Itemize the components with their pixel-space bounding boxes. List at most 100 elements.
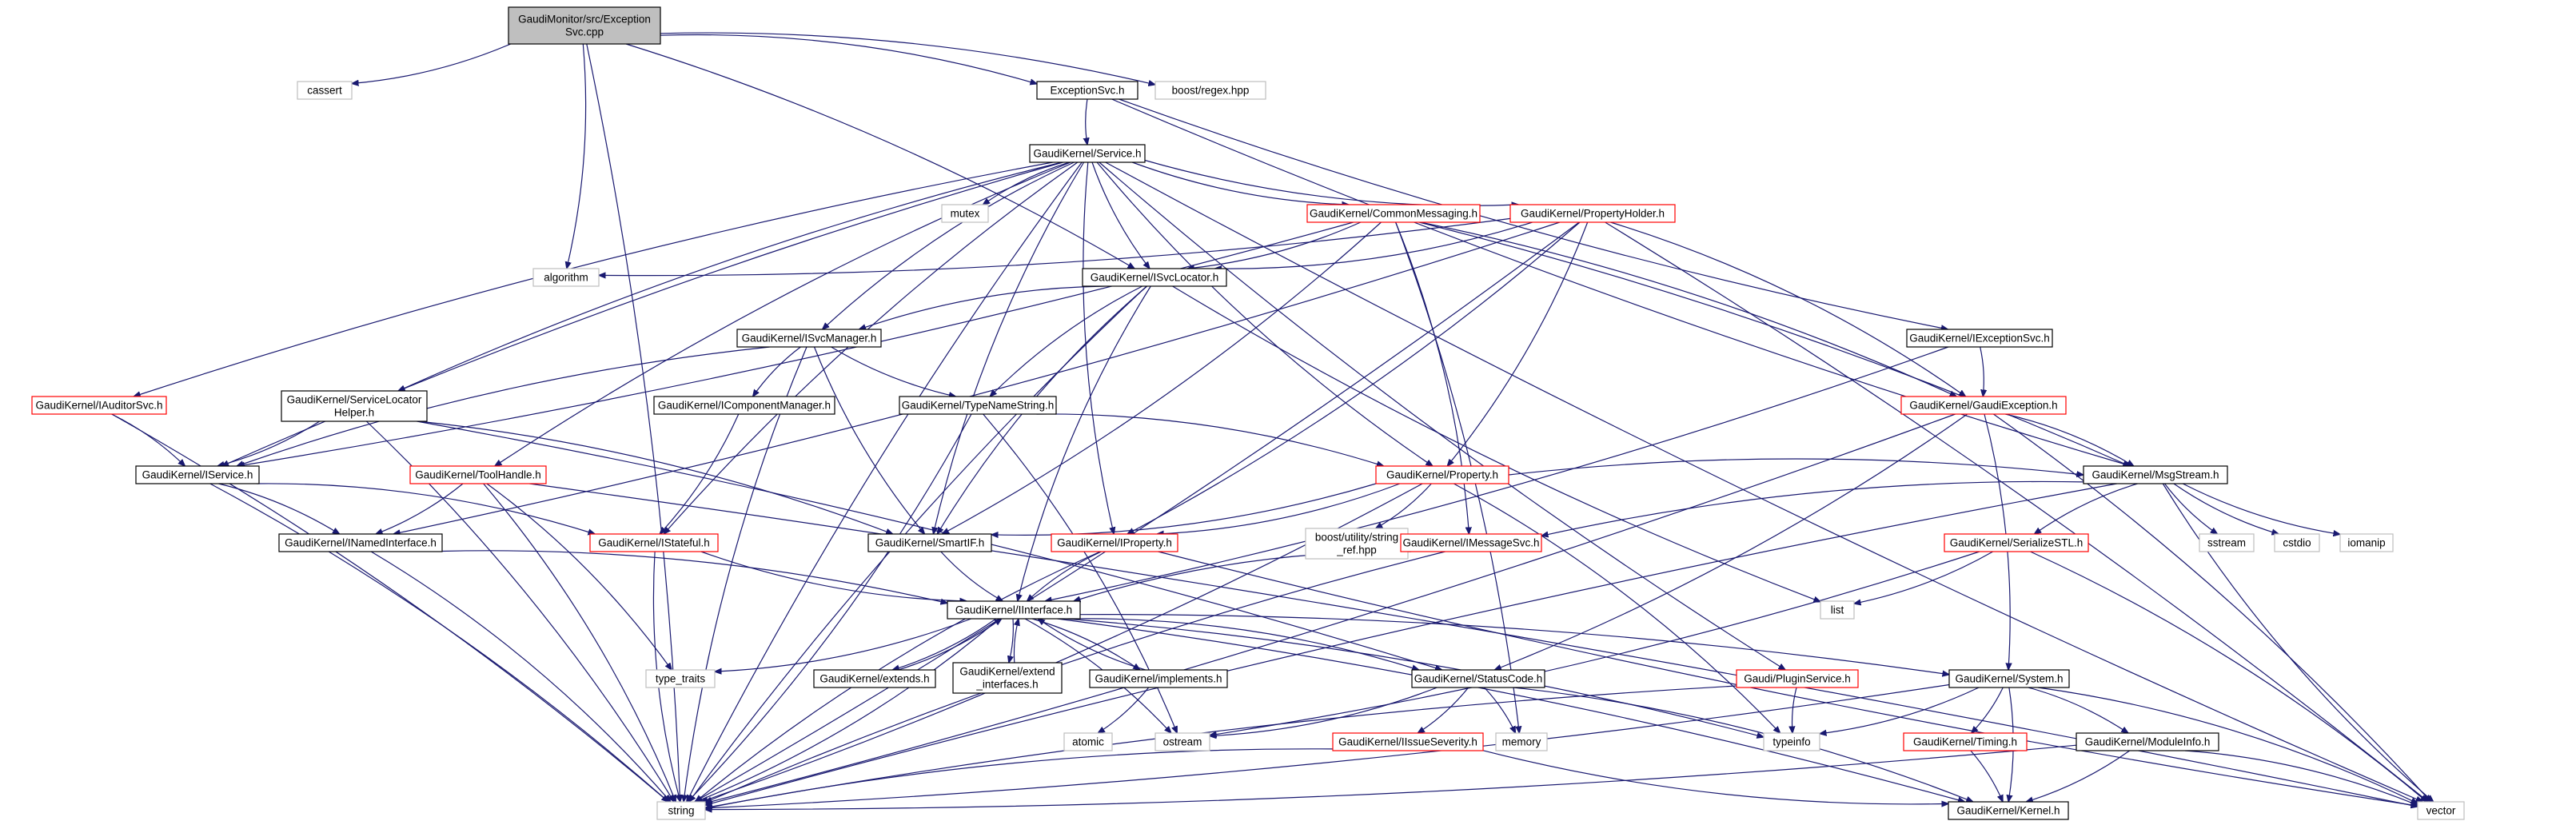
node-inamed[interactable]: GaudiKernel/INamedInterface.h: [278, 533, 443, 552]
edge-icompmgr-to-istateful: [660, 413, 740, 534]
edge-inamed-to-iinterface: [441, 550, 947, 604]
edge-commsg-to-smartif: [943, 221, 1382, 534]
edge-isvcloc-to-iinterface: [1018, 285, 1151, 601]
edge-svclochelper-to-iservice: [217, 420, 321, 466]
node-label-statuscode: GaudiKernel/StatusCode.h: [1414, 673, 1543, 685]
node-label-gaudiexc: GaudiKernel/GaudiException.h: [1909, 400, 2057, 412]
node-mutex[interactable]: mutex: [941, 204, 989, 223]
edge-moduleinfo-to-kernel: [2026, 750, 2131, 802]
node-toolhandle[interactable]: GaudiKernel/ToolHandle.h: [409, 465, 547, 484]
node-label-iinterface: GaudiKernel/IInterface.h: [955, 604, 1072, 616]
node-label-root-line1: GaudiMonitor/src/Exception: [518, 14, 651, 26]
node-label-kernel: GaudiKernel/Kernel.h: [1956, 805, 2060, 817]
node-label-string: string: [668, 805, 694, 817]
node-layer: GaudiMonitor/src/ExceptionSvc.cpp cassert…: [31, 6, 2465, 820]
node-string[interactable]: string: [656, 801, 706, 820]
edge-inamed-to-string: [370, 551, 671, 802]
node-statuscode[interactable]: GaudiKernel/StatusCode.h: [1411, 669, 1545, 688]
node-smartif[interactable]: GaudiKernel/SmartIF.h: [867, 533, 992, 552]
node-msgstream[interactable]: GaudiKernel/MsgStream.h: [2083, 465, 2228, 484]
node-label-iauditor: GaudiKernel/IAuditorSvc.h: [35, 400, 162, 412]
node-service[interactable]: GaudiKernel/Service.h: [1029, 144, 1146, 163]
node-strref[interactable]: boost/utility/string_ref.hpp: [1305, 528, 1409, 560]
node-label-iomanip: iomanip: [2347, 537, 2385, 549]
node-pluginsvc[interactable]: Gaudi/PluginService.h: [1736, 669, 1859, 688]
node-propholder[interactable]: GaudiKernel/PropertyHolder.h: [1509, 204, 1676, 223]
node-iauditor[interactable]: GaudiKernel/IAuditorSvc.h: [31, 396, 167, 415]
edge-iinterface-to-system: [1079, 614, 1949, 675]
node-extends[interactable]: GaudiKernel/extends.h: [813, 669, 936, 688]
node-moduleinfo[interactable]: GaudiKernel/ModuleInfo.h: [2076, 732, 2219, 751]
node-box-isvcloc: [1082, 268, 1227, 287]
node-label-vector: vector: [2426, 805, 2456, 817]
node-regex[interactable]: boost/regex.hpp: [1154, 81, 1266, 100]
node-label-isvcloc: GaudiKernel/ISvcLocator.h: [1091, 272, 1219, 284]
edge-root-to-regex: [660, 32, 1155, 85]
edge-exsvc-to-service: [1086, 98, 1087, 145]
node-label-mutex: mutex: [951, 208, 980, 220]
node-box-vector: [2417, 801, 2465, 820]
node-list[interactable]: list: [1820, 600, 1855, 620]
node-iproperty[interactable]: GaudiKernel/IProperty.h: [1051, 533, 1178, 552]
node-box-commsg: [1306, 204, 1481, 223]
edge-property-to-msgstream: [1508, 458, 2084, 475]
node-typeinfo[interactable]: typeinfo: [1763, 732, 1820, 751]
edge-service-to-commsg: [1131, 161, 1349, 205]
node-iexsvc[interactable]: GaudiKernel/IExceptionSvc.h: [1906, 329, 2053, 348]
edge-service-to-propholder: [1144, 159, 1518, 206]
node-isvcloc[interactable]: GaudiKernel/ISvcLocator.h: [1082, 268, 1227, 287]
node-box-msgstream: [2083, 465, 2228, 484]
node-iomanip[interactable]: iomanip: [2339, 533, 2394, 552]
node-isvcmgr[interactable]: GaudiKernel/ISvcManager.h: [736, 329, 882, 348]
node-label-toolhandle: GaudiKernel/ToolHandle.h: [415, 469, 541, 481]
node-extendif[interactable]: GaudiKernel/extend_interfaces.h: [952, 662, 1063, 694]
node-imsgsvc[interactable]: GaudiKernel/IMessageSvc.h: [1400, 533, 1542, 552]
node-box-sstream: [2199, 533, 2255, 552]
edge-extendif-to-iinterface: [1014, 619, 1019, 664]
node-gaudiexc[interactable]: GaudiKernel/GaudiException.h: [1900, 396, 2067, 415]
node-commsg[interactable]: GaudiKernel/CommonMessaging.h: [1306, 204, 1481, 223]
edge-commsg-to-gaudiexc: [1420, 221, 1956, 397]
node-sstream[interactable]: sstream: [2199, 533, 2255, 552]
node-root[interactable]: GaudiMonitor/src/ExceptionSvc.cpp: [508, 6, 661, 45]
node-exsvc[interactable]: ExceptionSvc.h: [1036, 81, 1138, 100]
node-label-istateful: GaudiKernel/IStateful.h: [598, 537, 710, 549]
node-atomic[interactable]: atomic: [1063, 732, 1113, 751]
node-iinterface[interactable]: GaudiKernel/IInterface.h: [947, 600, 1081, 620]
node-implements[interactable]: GaudiKernel/implements.h: [1089, 669, 1228, 688]
edge-msgstream-to-cstdio: [2173, 483, 2279, 534]
node-vector[interactable]: vector: [2417, 801, 2465, 820]
node-serstl[interactable]: GaudiKernel/SerializeSTL.h: [1944, 533, 2089, 552]
edge-isvcmgr-to-typename: [831, 346, 956, 397]
node-ostream[interactable]: ostream: [1154, 732, 1210, 751]
node-timing[interactable]: GaudiKernel/Timing.h: [1903, 732, 2028, 751]
edge-property-to-strref: [1376, 483, 1432, 528]
edge-msgstream-to-string: [705, 483, 2117, 805]
node-istateful[interactable]: GaudiKernel/IStateful.h: [589, 533, 719, 552]
node-typename[interactable]: GaudiKernel/TypeNameString.h: [899, 396, 1057, 415]
edge-service-to-isvcloc: [1091, 161, 1150, 269]
edge-serstl-to-list: [1854, 551, 1993, 604]
edge-msgstream-to-iomanip: [2182, 483, 2340, 534]
node-property[interactable]: GaudiKernel/Property.h: [1375, 465, 1509, 484]
node-label-svclochelper-line1: GaudiKernel/ServiceLocator: [287, 394, 422, 406]
edge-service-to-svclochelper: [398, 161, 1063, 391]
node-iservice[interactable]: GaudiKernel/IService.h: [135, 465, 260, 484]
edge-exsvc-to-iexsvc: [1119, 98, 1948, 329]
node-box-icompmgr: [653, 396, 835, 415]
node-cassert[interactable]: cassert: [297, 81, 353, 100]
edge-system-to-string: [705, 684, 1950, 809]
node-system[interactable]: GaudiKernel/System.h: [1948, 669, 2070, 688]
node-box-istateful: [589, 533, 719, 552]
node-memory[interactable]: memory: [1495, 732, 1548, 751]
node-issueseverity[interactable]: GaudiKernel/IIssueSeverity.h: [1332, 732, 1484, 751]
node-typetraits[interactable]: type_traits: [645, 669, 716, 688]
node-algorithm[interactable]: algorithm: [532, 268, 600, 287]
node-box-service: [1029, 144, 1146, 163]
node-box-iomanip: [2339, 533, 2394, 552]
node-kernel[interactable]: GaudiKernel/Kernel.h: [1948, 801, 2069, 820]
node-icompmgr[interactable]: GaudiKernel/IComponentManager.h: [653, 396, 835, 415]
node-cstdio[interactable]: cstdio: [2274, 533, 2320, 552]
